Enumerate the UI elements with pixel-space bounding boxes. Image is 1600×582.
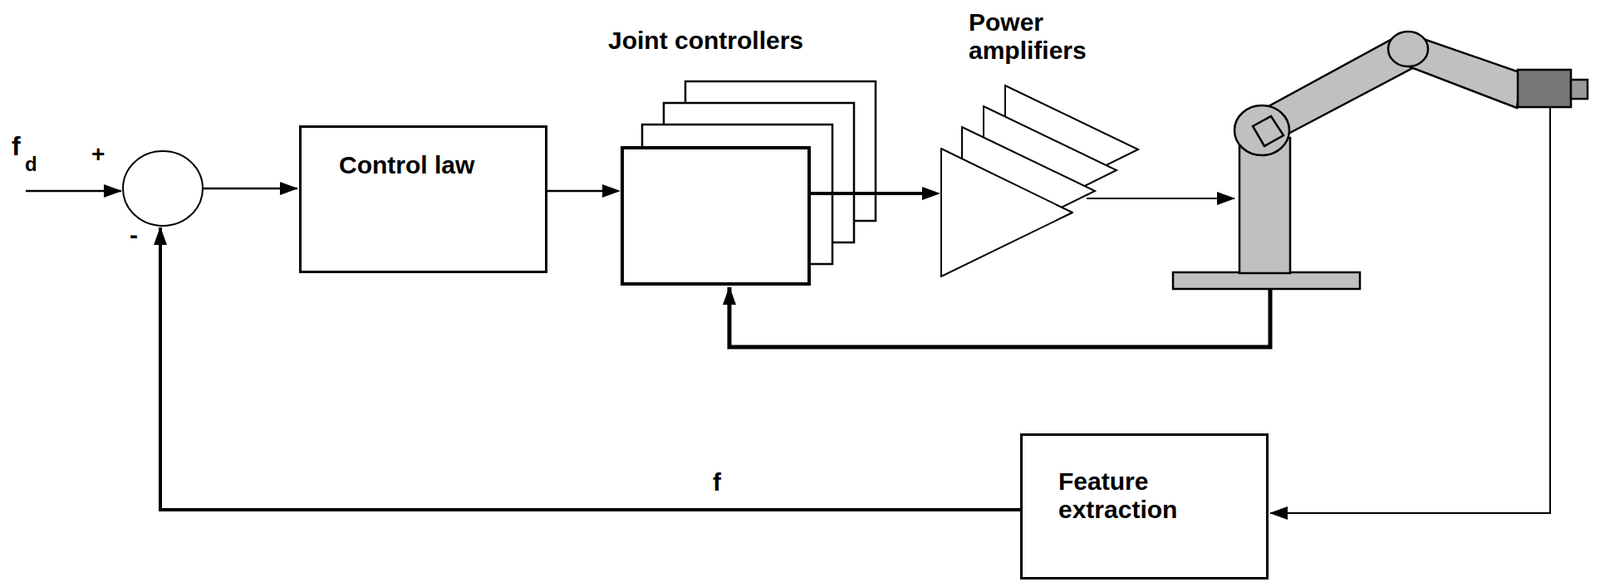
visual-feedback — [160, 227, 1021, 511]
robot-arm — [1173, 31, 1588, 290]
node-label: Feature extraction — [1058, 467, 1233, 524]
signal-name: f — [712, 470, 722, 496]
amplifier-outline — [940, 147, 1074, 278]
signal-arrow — [547, 184, 621, 198]
process-box: Control law — [299, 125, 548, 274]
amplifier-triangle: Power amplifiers — [940, 147, 1074, 278]
signal-name: f — [11, 132, 21, 160]
node-label: Control law — [338, 151, 481, 180]
signal-arrow — [25, 190, 122, 193]
signal-subscript: d — [24, 154, 38, 175]
signal-arrow — [810, 186, 941, 201]
camera-wire — [1270, 107, 1551, 514]
joint-feedback — [729, 287, 1271, 348]
controller-box: Joint controllers — [620, 146, 811, 286]
summing-junction — [122, 151, 203, 226]
signal-arrow — [1086, 197, 1235, 200]
node-label: Joint controllers — [608, 26, 883, 55]
process-box: Feature extraction — [1020, 433, 1269, 580]
signal-arrow — [203, 187, 298, 191]
sign-symbol: + — [91, 142, 105, 167]
sign-symbol: - — [129, 222, 138, 248]
node-label: Power amplifiers — [968, 8, 1135, 64]
